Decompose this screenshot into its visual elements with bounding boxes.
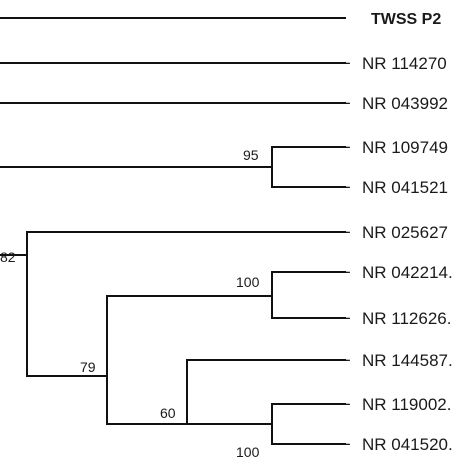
leaf-label-nr-025627: NR 025627 <box>362 223 448 242</box>
leaf-label-nr-043992: NR 043992 <box>362 94 448 113</box>
leaf-dash-112626: - <box>345 308 351 327</box>
leaf-label-nr-112626: NR 112626. <box>362 309 451 328</box>
leaf-dash-119002: - <box>345 394 351 413</box>
support-value-100-lower: 100 <box>236 444 260 460</box>
support-value-82: 82 <box>0 249 16 265</box>
leaf-dash-144587: - <box>345 350 351 369</box>
leaf-dash-114270: - <box>345 53 351 72</box>
leaf-label-nr-114270: NR 114270 <box>362 54 447 73</box>
leaf-label-twss-p2: TWSS P2 <box>371 11 441 28</box>
leaf-dash-109749: - <box>345 137 351 156</box>
leaf-label-nr-042214: NR 042214. <box>362 263 453 282</box>
support-value-79: 79 <box>80 359 96 375</box>
leaf-label-nr-119002: NR 119002. <box>362 395 451 414</box>
support-value-95: 95 <box>243 147 259 163</box>
leaf-label-nr-041521: NR 041521 <box>362 178 448 197</box>
leaf-label-nr-109749: NR 109749 <box>362 138 448 157</box>
support-value-100-upper: 100 <box>236 274 260 290</box>
leaf-dash-025627: - <box>345 222 351 241</box>
leaf-dash-041520: - <box>345 434 351 453</box>
leaf-label-nr-041520: NR 041520. <box>362 435 453 454</box>
support-value-60: 60 <box>160 405 176 421</box>
leaf-label-nr-144587: NR 144587. <box>362 351 453 370</box>
leaf-dash-041521: - <box>345 177 351 196</box>
leaf-dash-043992: - <box>345 93 351 112</box>
leaf-dash-042214: - <box>345 262 351 281</box>
